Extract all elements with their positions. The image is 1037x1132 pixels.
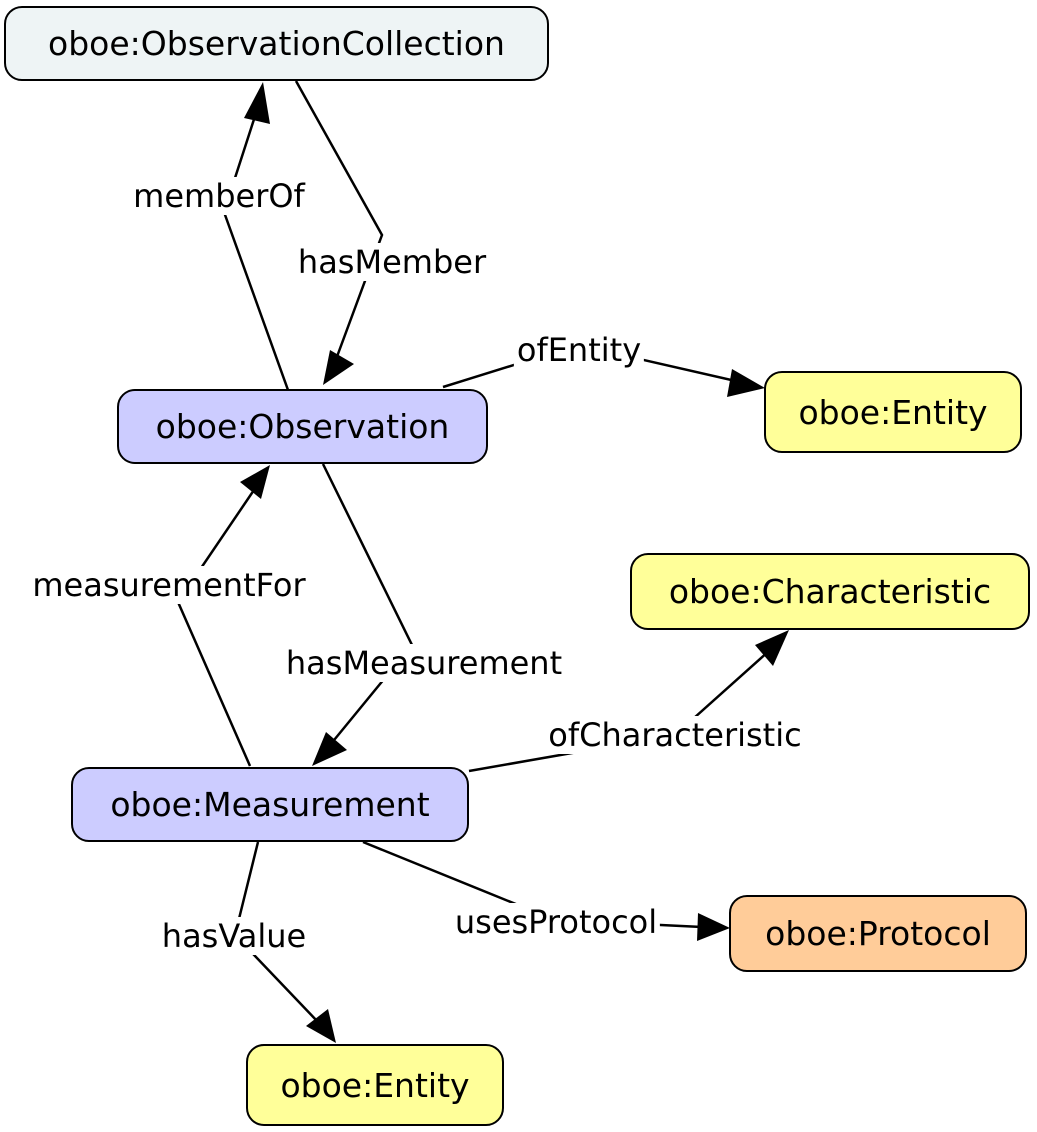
arrowhead-has-member bbox=[323, 350, 354, 385]
edge-member-of bbox=[222, 109, 290, 391]
edge-label-of-characteristic: ofCharacteristic bbox=[545, 716, 805, 754]
edge-measurement-for bbox=[176, 489, 256, 767]
edge-label-has-measurement: hasMeasurement bbox=[282, 644, 566, 682]
edge-has-member bbox=[294, 80, 384, 363]
node-entity-bottom: oboe:Entity bbox=[246, 1044, 504, 1126]
node-characteristic: oboe:Characteristic bbox=[630, 553, 1030, 630]
edge-label-has-member: hasMember bbox=[294, 243, 490, 281]
arrowhead-has-measurement bbox=[312, 732, 347, 766]
arrowhead-measurement-for bbox=[240, 465, 270, 499]
arrowhead-uses-protocol bbox=[697, 913, 730, 941]
edge-has-measurement bbox=[321, 463, 414, 746]
edge-label-member-of: memberOf bbox=[130, 177, 308, 215]
arrowhead-of-characteristic bbox=[755, 630, 789, 666]
arrowhead-has-value bbox=[306, 1009, 336, 1043]
node-observation-collection: oboe:ObservationCollection bbox=[4, 6, 549, 81]
node-protocol: oboe:Protocol bbox=[729, 895, 1027, 972]
node-entity-top: oboe:Entity bbox=[764, 371, 1022, 453]
arrowhead-member-of bbox=[244, 82, 270, 124]
edge-label-of-entity: ofEntity bbox=[513, 331, 645, 369]
arrowhead-of-entity bbox=[727, 369, 765, 397]
node-observation: oboe:Observation bbox=[117, 389, 488, 464]
edge-label-measurement-for: measurementFor bbox=[29, 566, 309, 604]
edge-label-has-value: hasValue bbox=[158, 917, 310, 955]
node-measurement: oboe:Measurement bbox=[71, 767, 469, 842]
edge-label-uses-protocol: usesProtocol bbox=[451, 903, 661, 941]
